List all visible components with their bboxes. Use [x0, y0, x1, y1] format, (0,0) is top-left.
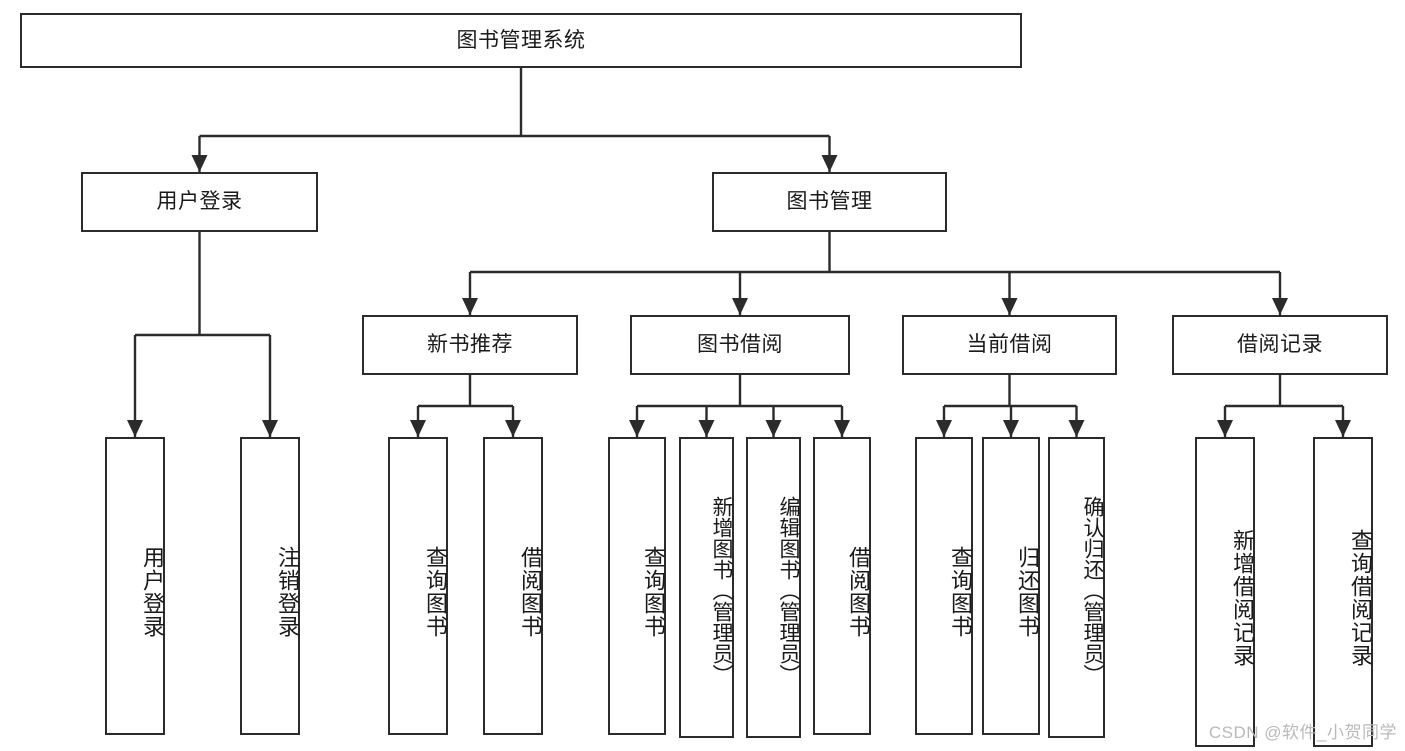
- node-leaf-borrow-edit[interactable]: 编辑图书（管理员）: [746, 437, 801, 738]
- node-root[interactable]: 图书管理系统: [20, 13, 1022, 68]
- node-label-leaf-rec-query2: 查询借阅记录: [1348, 529, 1373, 667]
- node-leaf-rec-query2[interactable]: 查询借阅记录: [1313, 437, 1373, 747]
- node-label-new-book-rec: 新书推荐: [427, 333, 513, 357]
- node-label-book-borrow: 图书借阅: [697, 333, 783, 357]
- arrow-head-leaf-cur-return: [1003, 420, 1019, 437]
- arrow-head-leaf-rec-query2: [1335, 420, 1351, 437]
- node-leaf-user-logout[interactable]: 注销登录: [240, 437, 300, 735]
- node-label-leaf-borrow-add: 新增图书（管理员）: [710, 496, 733, 685]
- node-leaf-rec-add[interactable]: 新增借阅记录: [1195, 437, 1255, 747]
- node-leaf-user-login[interactable]: 用户登录: [105, 437, 165, 735]
- arrow-head-leaf-borrow-lend: [834, 420, 850, 437]
- arrow-head-leaf-borrow-edit: [765, 420, 782, 437]
- arrow-head-book-manage: [821, 155, 838, 172]
- node-leaf-borrow-lend[interactable]: 借阅图书: [813, 437, 871, 735]
- node-label-leaf-cur-confirm: 确认归还（管理员）: [1081, 496, 1104, 685]
- node-leaf-borrow-query[interactable]: 查询图书: [608, 437, 666, 735]
- node-label-leaf-user-logout: 注销登录: [275, 546, 300, 638]
- node-label-current-borrow: 当前借阅: [966, 333, 1053, 357]
- node-label-leaf-rec-borrow: 借阅图书: [518, 546, 543, 638]
- node-current-borrow[interactable]: 当前借阅: [902, 315, 1117, 375]
- arrow-head-new-book-rec: [462, 298, 478, 315]
- node-label-user-login: 用户登录: [156, 190, 243, 214]
- node-leaf-borrow-add[interactable]: 新增图书（管理员）: [679, 437, 734, 738]
- node-leaf-cur-query[interactable]: 查询图书: [915, 437, 973, 735]
- node-label-leaf-cur-return: 归还图书: [1015, 546, 1040, 638]
- node-borrow-record[interactable]: 借阅记录: [1172, 315, 1388, 375]
- node-leaf-rec-borrow[interactable]: 借阅图书: [483, 437, 543, 735]
- arrow-head-borrow-record: [1272, 298, 1288, 315]
- node-leaf-cur-confirm[interactable]: 确认归还（管理员）: [1048, 437, 1105, 738]
- node-label-leaf-rec-add: 新增借阅记录: [1230, 529, 1255, 667]
- arrow-head-leaf-rec-query: [410, 420, 426, 437]
- node-label-leaf-borrow-edit: 编辑图书（管理员）: [777, 496, 800, 685]
- arrow-head-leaf-user-login: [127, 420, 143, 437]
- watermark: CSDN @软件_小贺同学: [1208, 723, 1397, 742]
- node-book-manage[interactable]: 图书管理: [712, 172, 947, 232]
- node-label-book-manage: 图书管理: [786, 190, 873, 214]
- node-label-leaf-borrow-lend: 借阅图书: [846, 546, 871, 638]
- arrow-head-leaf-cur-query: [936, 420, 952, 437]
- node-label-leaf-user-login: 用户登录: [140, 546, 165, 638]
- node-label-leaf-borrow-query: 查询图书: [641, 546, 666, 638]
- node-label-borrow-record: 借阅记录: [1237, 333, 1323, 357]
- arrow-head-current-borrow: [1001, 298, 1018, 315]
- arrow-head-user-login: [191, 155, 208, 172]
- arrow-head-leaf-rec-borrow: [505, 420, 521, 437]
- node-leaf-cur-return[interactable]: 归还图书: [982, 437, 1040, 735]
- node-label-root: 图书管理系统: [456, 28, 586, 52]
- node-leaf-rec-query[interactable]: 查询图书: [388, 437, 448, 735]
- arrow-head-leaf-cur-confirm: [1068, 420, 1085, 437]
- node-user-login[interactable]: 用户登录: [81, 172, 318, 232]
- arrow-head-leaf-borrow-add: [698, 420, 715, 437]
- node-book-borrow[interactable]: 图书借阅: [630, 315, 850, 375]
- node-label-leaf-rec-query: 查询图书: [423, 546, 448, 638]
- arrow-head-leaf-borrow-query: [629, 420, 645, 437]
- arrow-head-book-borrow: [732, 298, 748, 315]
- arrow-head-leaf-rec-add: [1217, 420, 1233, 437]
- node-label-leaf-cur-query: 查询图书: [948, 546, 973, 638]
- node-new-book-rec[interactable]: 新书推荐: [362, 315, 578, 375]
- arrow-head-leaf-user-logout: [262, 420, 278, 437]
